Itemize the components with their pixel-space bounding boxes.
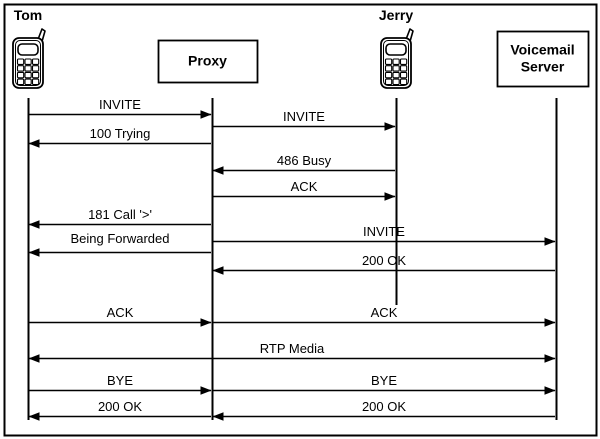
message-label-9: 200 OK	[361, 252, 407, 268]
phone-screen	[385, 43, 407, 56]
phone-key	[16, 71, 25, 79]
message-label-13: BYE	[106, 372, 134, 388]
phone-key	[384, 58, 393, 65]
phone-key	[399, 71, 408, 79]
phone-key	[392, 71, 400, 79]
phone-body-inner	[15, 40, 41, 86]
phone-body-inner	[383, 40, 409, 86]
message-label-6: 181 Call '>'	[88, 206, 152, 222]
message-label-5: ACK	[290, 178, 318, 194]
phone-screen	[17, 43, 39, 56]
message-label-2: INVITE	[283, 108, 325, 124]
phone-key	[392, 78, 400, 86]
phone-key	[399, 65, 408, 72]
phone-key	[16, 58, 25, 65]
phone-key	[24, 71, 32, 79]
message-label-4: 486 Busy	[276, 152, 332, 168]
actor-box-proxy	[157, 39, 259, 84]
mobile-phone-icon	[12, 28, 46, 89]
phone-key	[31, 71, 40, 79]
message-label-6-line2: Being Forwarded	[70, 230, 170, 246]
phone-key	[392, 65, 400, 72]
mobile-phone-icon	[380, 28, 414, 89]
phone-key	[384, 71, 393, 79]
phone-key	[16, 78, 25, 86]
actor-box-voicemail	[496, 30, 590, 88]
phone-key	[24, 58, 32, 65]
message-label-10: ACK	[106, 304, 134, 320]
phone-key	[392, 58, 400, 65]
actor-label-proxy: Proxy	[188, 52, 227, 69]
phone-key	[24, 65, 32, 72]
phone-key	[31, 65, 40, 72]
message-label-3: 100 Trying	[89, 125, 151, 141]
phone-key	[384, 65, 393, 72]
message-label-11: ACK	[370, 304, 398, 320]
phone-key	[399, 58, 408, 65]
phone-key	[31, 58, 40, 65]
diagram-outer-border	[3, 3, 598, 437]
message-label-14: BYE	[370, 372, 398, 388]
actor-label-tom: Tom	[13, 7, 43, 23]
actor-label-jerry: Jerry	[378, 7, 414, 23]
message-label-16: 200 OK	[361, 398, 407, 414]
message-label-1: INVITE	[99, 96, 141, 112]
phone-key	[384, 78, 393, 86]
phone-key	[31, 78, 40, 86]
message-label-15: 200 OK	[97, 398, 143, 414]
phone-key	[24, 78, 32, 86]
phone-key	[16, 65, 25, 72]
phone-key	[399, 78, 408, 86]
message-label-7: INVITE	[363, 223, 405, 239]
message-label-12: RTP Media	[259, 340, 325, 356]
